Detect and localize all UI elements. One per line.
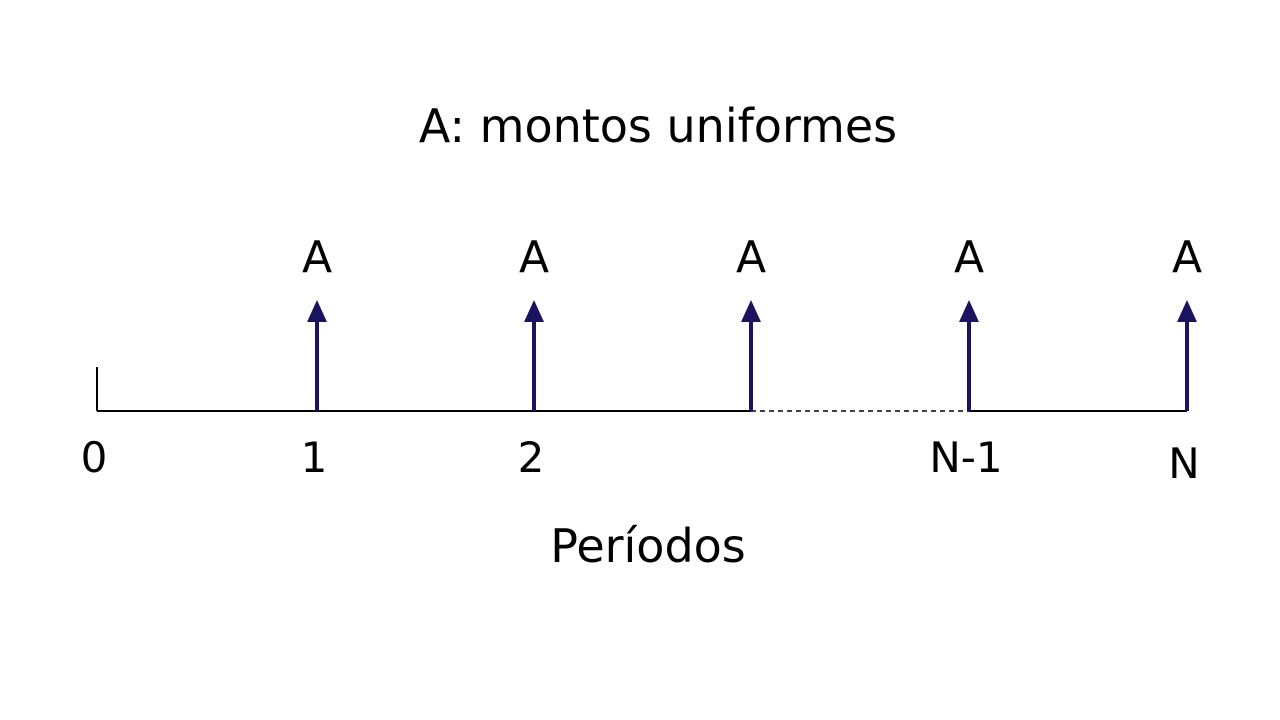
arrow-head-icon [959, 300, 979, 322]
flow-label-1: A [302, 232, 332, 283]
flow-label-4: A [954, 232, 984, 283]
period-label-4: N-1 [929, 433, 1002, 482]
arrow-head-icon [741, 300, 761, 322]
period-label-1: 1 [301, 433, 328, 482]
period-label-2: 2 [518, 433, 545, 482]
period-label-0: 0 [81, 433, 108, 482]
arrow-head-icon [307, 300, 327, 322]
diagram-title: A: montos uniformes [419, 99, 897, 153]
axis-label: Períodos [550, 519, 746, 573]
arrow-head-icon [524, 300, 544, 322]
cash-flow-points: A 1 A 2 A A N-1 A N [301, 232, 1202, 488]
flow-label-2: A [519, 232, 549, 283]
flow-label-5: A [1172, 232, 1202, 283]
period-label-5: N [1168, 439, 1199, 488]
flow-label-3: A [736, 232, 766, 283]
arrow-head-icon [1177, 300, 1197, 322]
